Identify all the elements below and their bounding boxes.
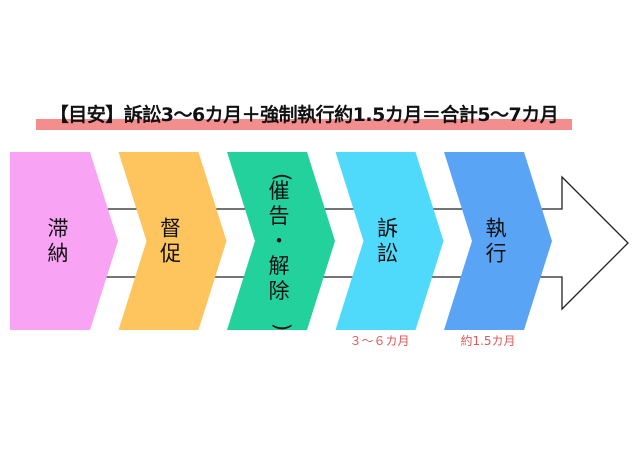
step-chevron <box>10 152 118 330</box>
step-4: 訴訟 <box>335 152 444 330</box>
step-chevron <box>227 152 335 330</box>
diagram-title: 【目安】訴訟3〜6カ月＋強制執行約1.5カ月＝合計5〜7カ月 <box>49 104 559 126</box>
step-1: 滞納 <box>10 152 118 330</box>
duration-labels: ３〜６カ月 約1.5カ月 <box>349 333 515 348</box>
title-highlight <box>36 119 572 130</box>
step-5: 執行 <box>444 152 552 330</box>
step-label: 訴訟 <box>377 217 398 266</box>
step-label: 執行 <box>486 217 507 266</box>
step-3: (催告・解除) <box>227 152 335 331</box>
step-label: 滞納 <box>48 217 69 266</box>
process-steps: 滞納 督促 (催告・解除) 訴訟 執行 <box>10 152 552 331</box>
step-chevron <box>444 152 552 330</box>
title-banner: 【目安】訴訟3〜6カ月＋強制執行約1.5カ月＝合計5〜7カ月 <box>36 98 572 132</box>
step-duration: ３〜６カ月 <box>349 334 409 348</box>
step-chevron <box>335 152 444 330</box>
step-2: 督促 <box>118 152 227 330</box>
step-label: (催告・解除) <box>269 173 294 331</box>
step-label: 督促 <box>160 217 181 266</box>
step-chevron <box>118 152 227 330</box>
step-duration: 約1.5カ月 <box>460 333 515 348</box>
